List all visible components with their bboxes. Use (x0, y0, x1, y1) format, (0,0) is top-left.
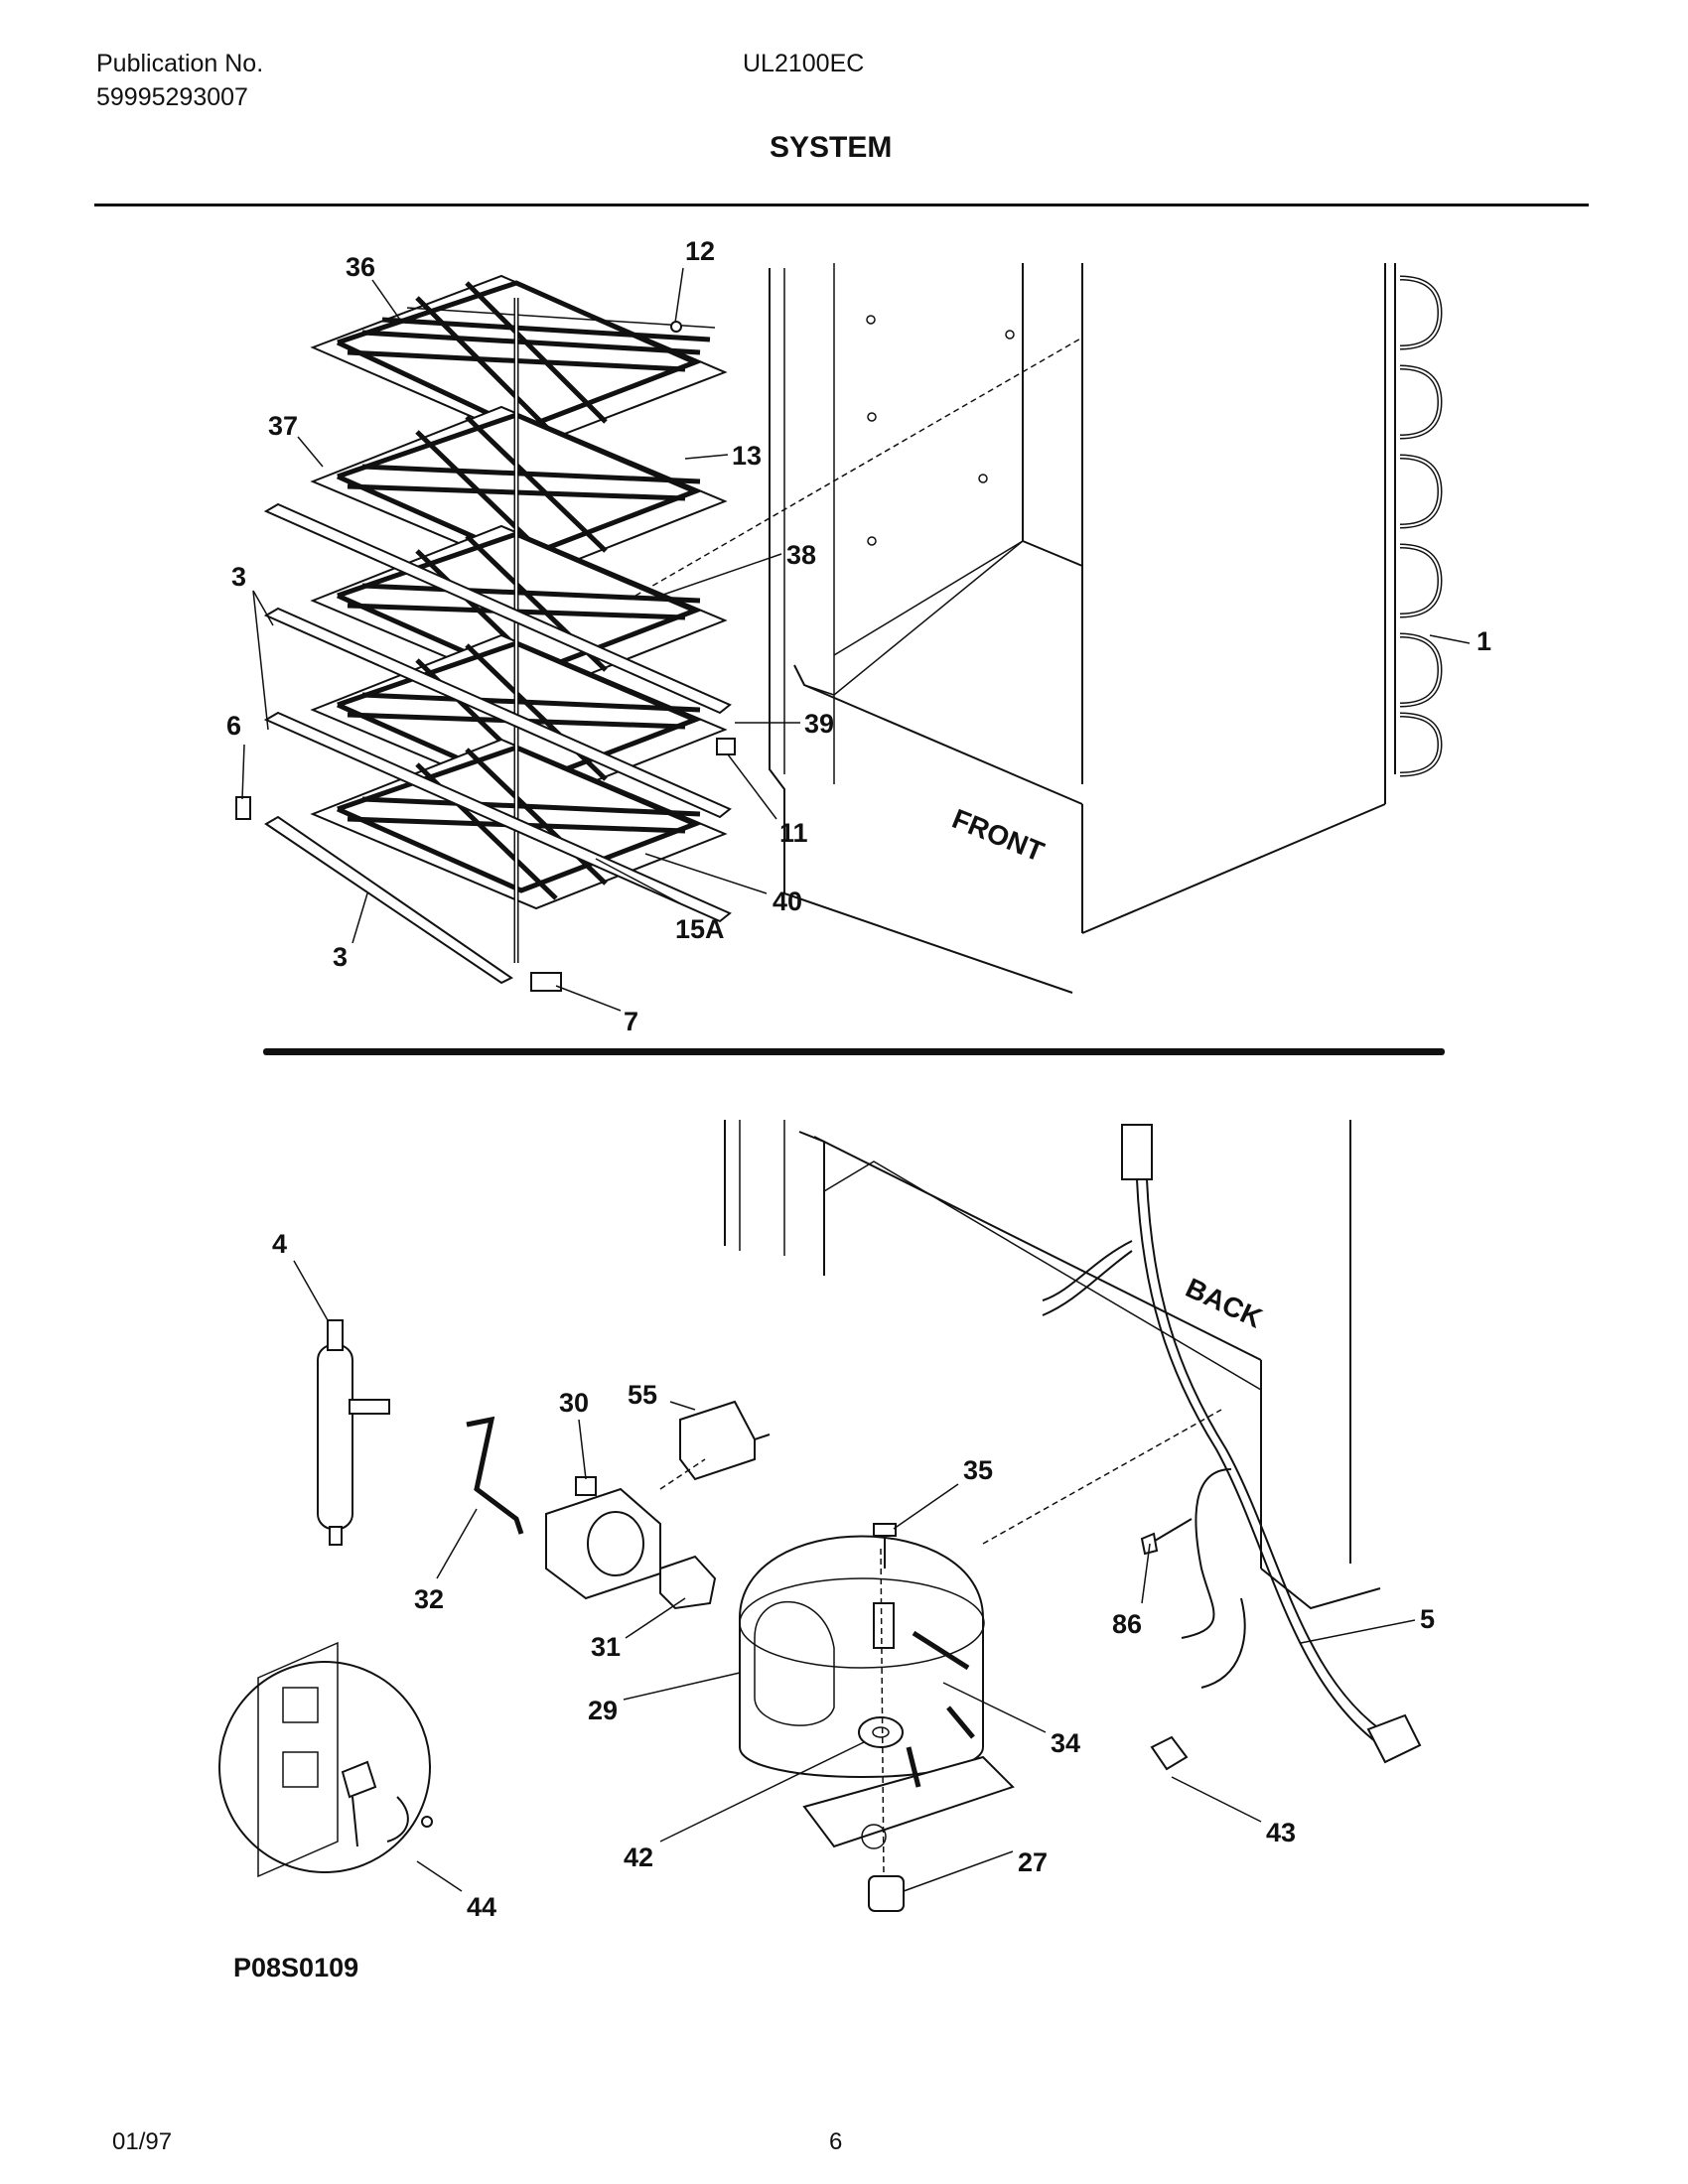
section-divider (263, 1048, 1445, 1055)
callout-34: 34 (1051, 1728, 1080, 1758)
callout-37: 37 (268, 411, 298, 441)
clip-part-7 (530, 972, 562, 992)
clip-part-43 (1150, 1735, 1189, 1771)
cabinet-liner: FRONT (634, 263, 1386, 994)
callout-13: 13 (732, 441, 762, 471)
callout-43: 43 (1266, 1818, 1296, 1847)
callout-12: 12 (685, 236, 715, 266)
callout-11: 11 (779, 818, 808, 848)
callout-29: 29 (588, 1696, 618, 1725)
publication-date: 01/97 (112, 2128, 173, 2155)
back-label: BACK (1181, 1272, 1266, 1333)
bracket-part-6 (235, 796, 251, 820)
callout-5: 5 (1420, 1604, 1435, 1634)
power-cord (1042, 1124, 1422, 1764)
screw-part-12 (670, 321, 682, 333)
relay-part-30 (545, 1476, 661, 1600)
callout-36: 36 (346, 252, 375, 282)
drier-part-4 (317, 1319, 390, 1546)
front-label: FRONT (948, 803, 1049, 868)
condenser-coil (1384, 263, 1443, 777)
publication-label: Publication No. (96, 50, 264, 77)
compressor-part-29 (659, 1409, 1222, 1912)
callout-32: 32 (414, 1584, 444, 1614)
callout-42: 42 (624, 1843, 653, 1872)
cabinet-back: BACK (724, 1120, 1381, 1610)
header-rule (94, 204, 1589, 206)
leader-lines-bottom (293, 1260, 1416, 1892)
evaporator-shelf-assembly (235, 274, 736, 992)
callout-44: 44 (467, 1892, 496, 1922)
callout-40: 40 (773, 887, 802, 916)
callout-15a: 15A (675, 914, 725, 944)
outlet-inset-part-44 (218, 1641, 433, 1878)
leader-lines-top (241, 267, 1471, 1012)
model-number: UL2100EC (743, 50, 865, 77)
overload-part-55 (679, 1400, 771, 1481)
callout-3-upper: 3 (231, 562, 246, 592)
callout-7: 7 (624, 1007, 638, 1036)
clip-part-11 (716, 738, 736, 755)
page-number: 6 (829, 2128, 843, 2155)
callout-35: 35 (963, 1455, 993, 1485)
diagram-code: P08S0109 (233, 1953, 359, 1982)
callout-27: 27 (1018, 1847, 1048, 1877)
callout-31: 31 (591, 1632, 621, 1662)
callout-6: 6 (226, 711, 241, 741)
publication-number: 59995293007 (96, 83, 248, 111)
callout-39: 39 (804, 709, 834, 739)
callout-38: 38 (786, 540, 816, 570)
callout-55: 55 (628, 1380, 657, 1410)
bracket-part-32 (466, 1416, 524, 1535)
callout-1: 1 (1477, 626, 1491, 656)
callout-3-lower: 3 (333, 942, 348, 972)
callout-4: 4 (272, 1229, 287, 1259)
cover-part-31 (659, 1555, 717, 1610)
section-title: SYSTEM (770, 131, 893, 164)
callout-30: 30 (559, 1388, 589, 1418)
callout-86: 86 (1112, 1609, 1142, 1639)
